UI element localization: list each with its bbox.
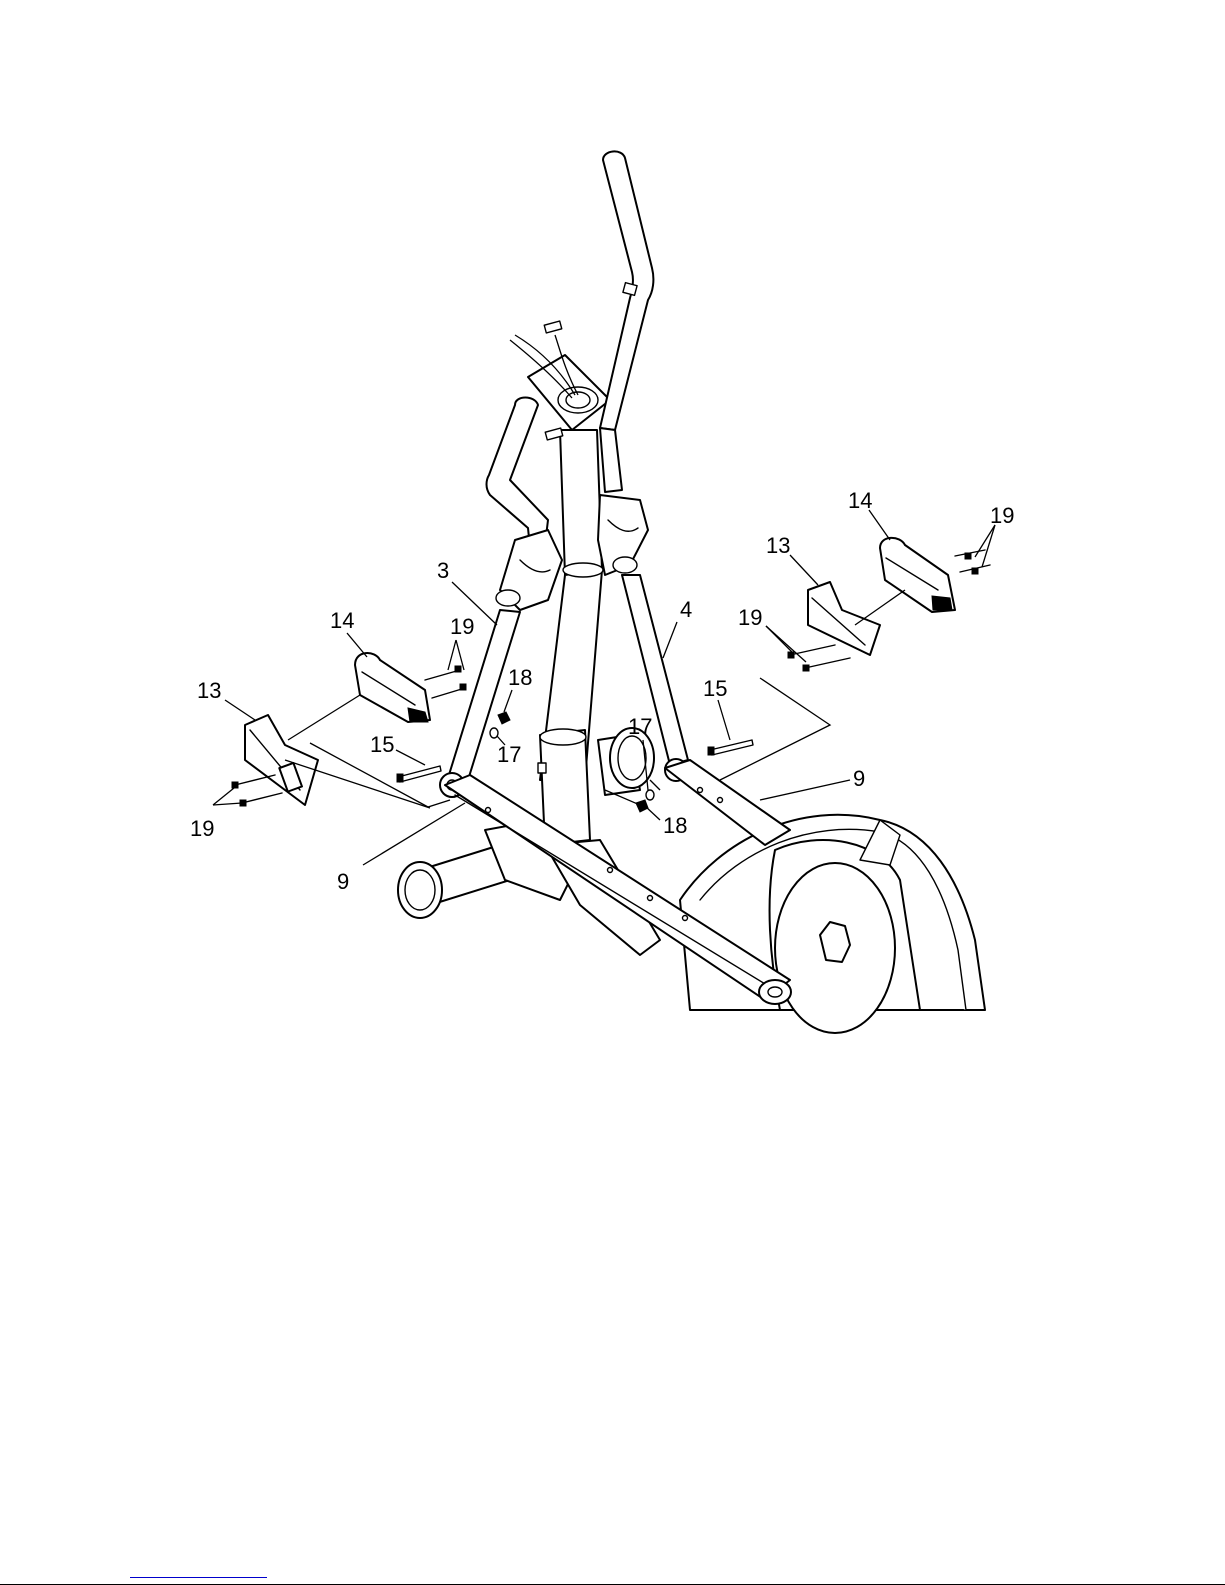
callout-14-right: 14 xyxy=(848,488,872,513)
flywheel-housing xyxy=(680,815,985,1033)
callout-4: 4 xyxy=(680,597,692,622)
nut-18-right xyxy=(636,800,648,812)
callout-9-right: 9 xyxy=(853,766,865,791)
callout-3: 3 xyxy=(437,558,449,583)
screws-19-right-upper xyxy=(955,550,990,574)
callout-19-left-upper: 19 xyxy=(450,614,474,639)
right-pedal-14 xyxy=(880,538,955,612)
left-handlebar xyxy=(487,398,549,549)
callout-19-right-lower: 19 xyxy=(738,605,762,630)
bolt-15-right xyxy=(708,740,753,755)
screws-19-right-lower xyxy=(788,645,850,671)
callout-13-right: 13 xyxy=(766,533,790,558)
footer-link-underline xyxy=(130,1577,267,1578)
screws-19-left-upper xyxy=(425,666,466,698)
right-handlebar xyxy=(600,151,653,492)
callout-15-left: 15 xyxy=(370,732,394,757)
washer-17-right xyxy=(646,790,654,800)
callout-18-left: 18 xyxy=(508,665,532,690)
callout-19-right-upper: 19 xyxy=(990,503,1014,528)
callout-14-left: 14 xyxy=(330,608,354,633)
callout-18-right: 18 xyxy=(663,813,687,838)
callout-13-left: 13 xyxy=(197,678,221,703)
callout-15-right: 15 xyxy=(703,676,727,701)
callout-17-left: 17 xyxy=(497,742,521,767)
bolt-15-left xyxy=(397,766,441,782)
nut-18-left xyxy=(498,712,510,724)
right-pedal-bracket-13 xyxy=(808,582,880,655)
main-mast xyxy=(538,430,603,845)
callout-19-left-lower: 19 xyxy=(190,816,214,841)
left-pedal-14 xyxy=(355,653,430,722)
callout-9-left: 9 xyxy=(337,869,349,894)
callout-17-right: 17 xyxy=(628,714,652,739)
